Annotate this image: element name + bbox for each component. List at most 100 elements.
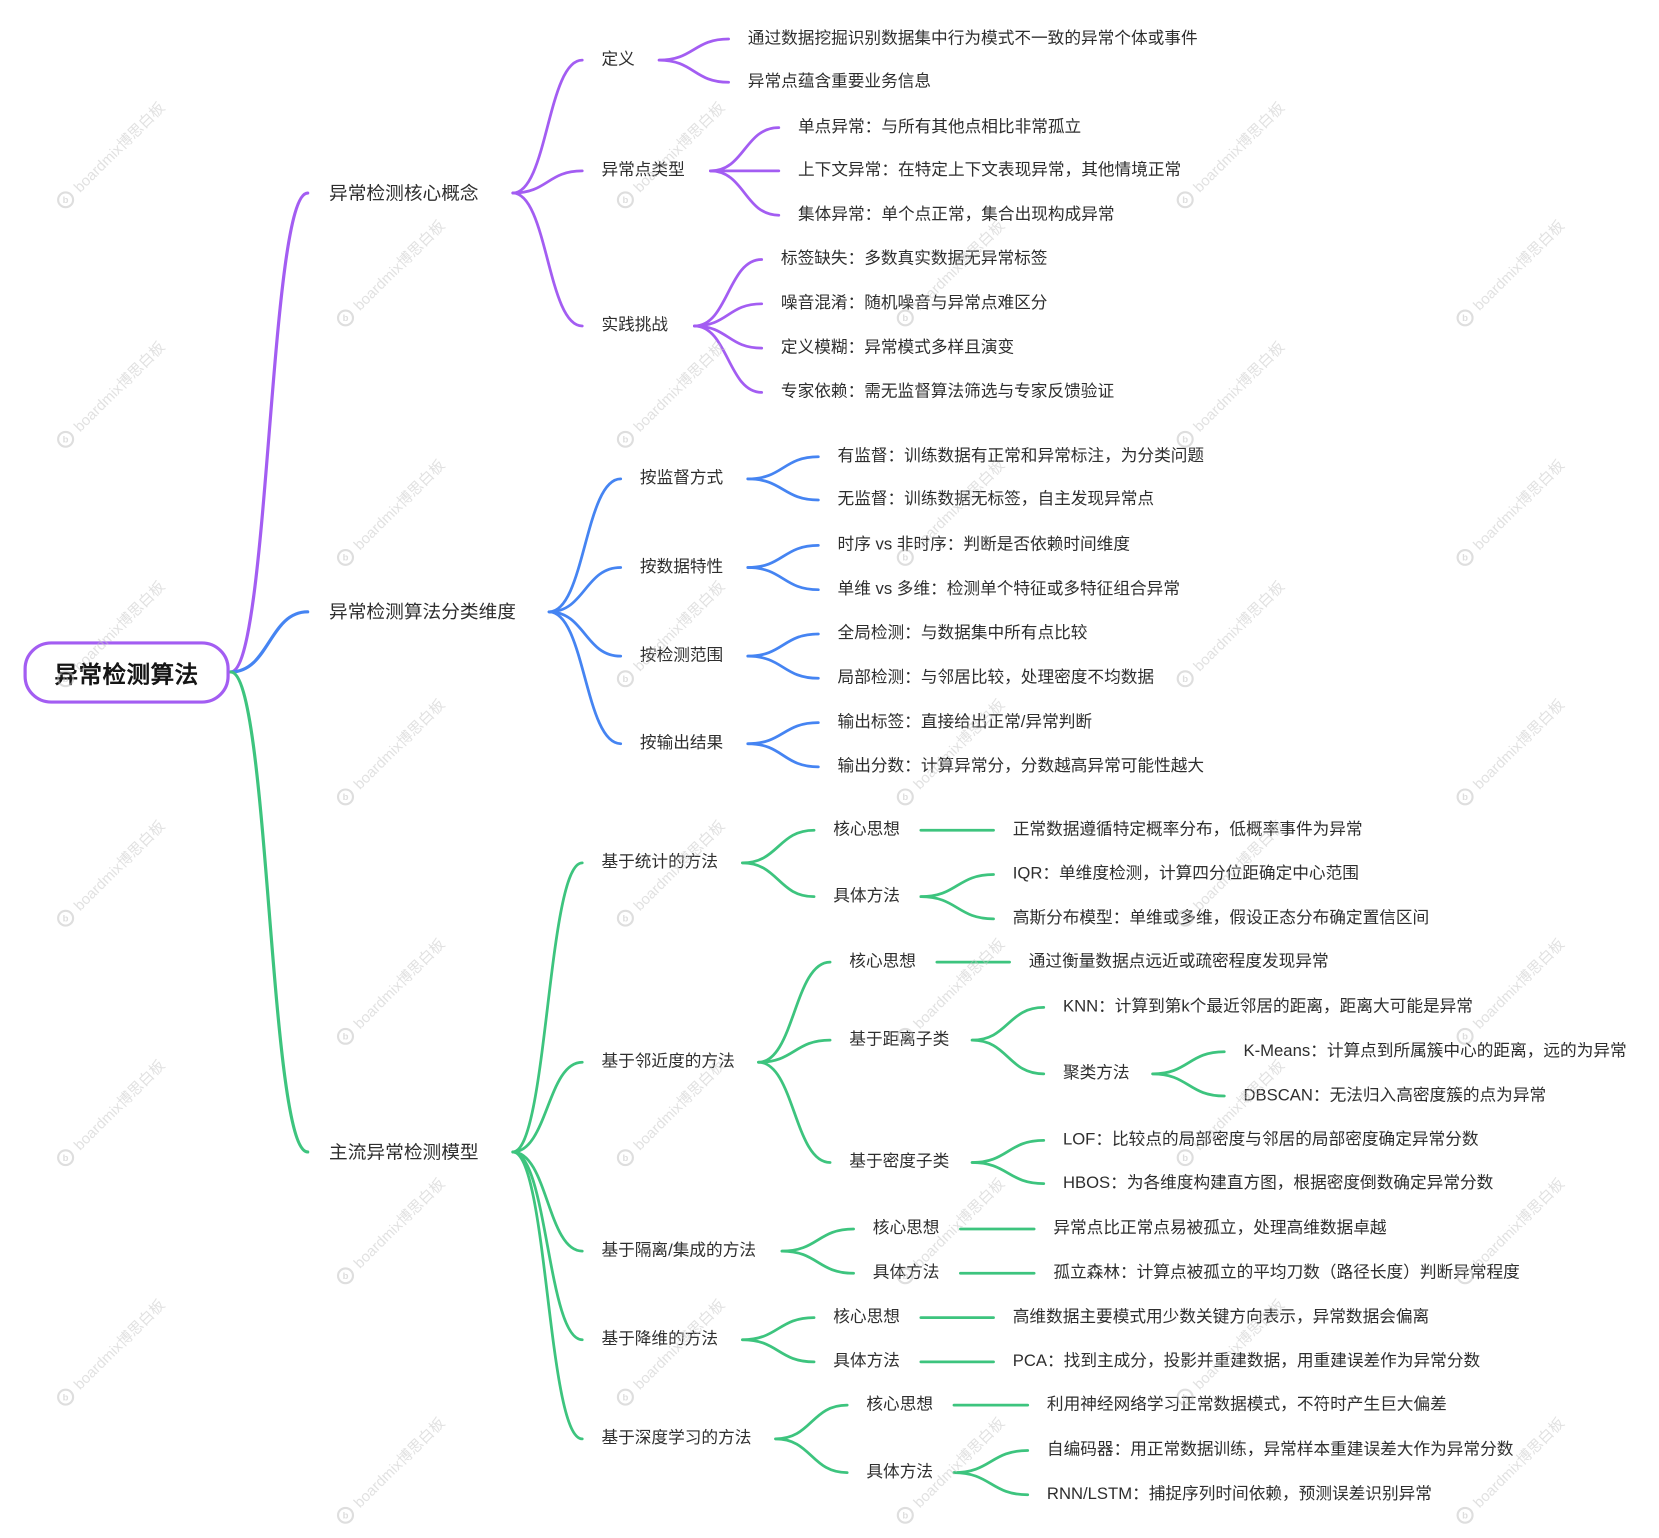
subtopic-node: 按监督方式 — [639, 469, 724, 488]
connector-line — [970, 1138, 1046, 1164]
detail-node: 单维 vs 多维：检测单个特征或多特征组合异常 — [837, 580, 1180, 599]
subtopic-node: 聚类方法 — [1062, 1064, 1130, 1083]
subtopic-node: 基于深度学习的方法 — [601, 1429, 752, 1448]
detail-node: RNN/LSTM：捕捉序列时间依赖，预测误差识别异常 — [1046, 1485, 1432, 1504]
subtopic-node: 核心思想 — [849, 952, 916, 971]
connector-line — [229, 610, 310, 674]
connector-line — [746, 455, 820, 481]
detail-node: 定义模糊：异常模式多样且演变 — [780, 338, 1015, 357]
connector-line — [757, 960, 832, 1064]
connector-line — [746, 477, 820, 502]
subtopic-node: 按数据特性 — [639, 558, 724, 576]
detail-node: 有监督：训练数据有正常和异常标注，为分类问题 — [837, 447, 1205, 466]
connector-line — [757, 1060, 832, 1164]
detail-node: LOF：比较点的局部密度与邻居的局部密度确定异常分数 — [1062, 1130, 1479, 1149]
detail-node: 异常点比正常点易被孤立，处理高维数据卓越 — [1053, 1219, 1387, 1238]
root-node-label: 异常检测算法 — [54, 660, 199, 688]
connector-line — [746, 654, 820, 680]
subtopic-node: 核心思想 — [833, 820, 900, 839]
connector-line — [774, 1403, 849, 1441]
connector-line — [511, 1150, 584, 1253]
detail-node: 高斯分布模型：单维或多维，假设正态分布确定置信区间 — [1012, 909, 1430, 928]
connector-line — [229, 670, 310, 1154]
subtopic-node: 具体方法 — [833, 887, 900, 906]
detail-node: HBOS：为各维度构建直方图，根据密度倒数确定异常分数 — [1062, 1174, 1494, 1193]
connector-line — [774, 1437, 849, 1475]
connector-line — [1151, 1050, 1226, 1076]
detail-node: IQR：单维度检测，计算四分位距确定中心范围 — [1012, 865, 1359, 883]
detail-node: 通过衡量数据点远近或疏密程度发现异常 — [1028, 952, 1329, 971]
detail-node: 噪音混淆：随机噪音与异常点难区分 — [780, 294, 1048, 313]
connector-line — [746, 721, 820, 746]
connector-line — [547, 610, 623, 658]
subtopic-node: 异常点类型 — [601, 161, 685, 180]
connector-line — [709, 169, 781, 217]
connector-line — [693, 258, 764, 328]
subtopic-node: 按检测范围 — [639, 646, 724, 665]
connector-line — [970, 1038, 1046, 1076]
subtopic-node: 按输出结果 — [639, 734, 724, 753]
connector-line — [741, 861, 816, 899]
detail-node: 无监督：训练数据无标签，自主发现异常点 — [837, 490, 1155, 509]
connector-line — [970, 1006, 1046, 1042]
connector-line — [780, 1227, 855, 1253]
subtopic-node: 具体方法 — [866, 1463, 934, 1482]
connector-line — [780, 1249, 855, 1275]
detail-node: DBSCAN：无法归入高密度簇的点为异常 — [1243, 1086, 1547, 1105]
subtopic-node: 实践挑战 — [601, 316, 669, 335]
connector-line — [547, 566, 623, 614]
connector-line — [511, 1150, 584, 1342]
subtopic-node: 基于降维的方法 — [601, 1330, 719, 1349]
connector-line — [693, 324, 764, 394]
main-branch-node: 主流异常检测模型 — [329, 1141, 479, 1163]
detail-node: 输出标签：直接给出正常/异常判断 — [837, 713, 1093, 732]
connector-line — [657, 58, 730, 84]
detail-node: 孤立森林：计算点被孤立的平均刀数（路径长度）判断异常程度 — [1053, 1263, 1520, 1282]
connector-line — [229, 191, 310, 674]
main-branch-node: 异常检测算法分类维度 — [329, 601, 516, 623]
connector-line — [919, 895, 995, 921]
detail-node: 时序 vs 非时序：判断是否依赖时间维度 — [837, 535, 1131, 554]
detail-node: 标签缺失：多数真实数据无异常标签 — [780, 250, 1048, 268]
connector-line — [970, 1161, 1046, 1185]
detail-node: 异常点蕴含重要业务信息 — [747, 72, 932, 91]
connector-line — [709, 126, 781, 173]
subtopic-node: 具体方法 — [833, 1352, 900, 1371]
connector-line — [741, 1338, 816, 1364]
detail-node: 集体异常：单个点正常，集合出现构成异常 — [798, 205, 1115, 224]
connector-line — [919, 873, 995, 899]
detail-node: 自编码器：用正常数据训练，异常样本重建误差大作为异常分数 — [1046, 1440, 1514, 1459]
detail-node: 单点异常：与所有其他点相比非常孤立 — [798, 118, 1082, 137]
connector-line — [657, 37, 730, 62]
connector-line — [511, 861, 584, 1154]
connector-line — [547, 477, 623, 614]
connector-line — [746, 566, 820, 592]
root-node: 异常检测算法 — [23, 641, 230, 704]
detail-node: 专家依赖：需无监督算法筛选与专家反馈验证 — [780, 382, 1115, 401]
connector-line — [952, 1471, 1030, 1497]
detail-node: PCA：找到主成分，投影并重建数据，用重建误差作为异常分数 — [1012, 1352, 1481, 1371]
connector-line — [511, 191, 584, 328]
connector-line — [511, 1060, 584, 1154]
detail-node: 输出分数：计算异常分，分数越高异常可能性越大 — [837, 757, 1205, 776]
detail-node: 正常数据遵循特定概率分布，低概率事件为异常 — [1012, 820, 1363, 839]
detail-node: 局部检测：与邻居比较，处理密度不均数据 — [837, 668, 1155, 687]
detail-node: K-Means：计算点到所属簇中心的距离，远的为异常 — [1243, 1042, 1627, 1061]
detail-node: 全局检测：与数据集中所有点比较 — [837, 624, 1088, 643]
subtopic-node: 具体方法 — [872, 1263, 940, 1282]
connector-line — [511, 58, 584, 195]
main-branch-node: 异常检测核心概念 — [329, 182, 479, 204]
connector-line — [511, 169, 584, 195]
connector-line — [757, 1038, 832, 1064]
connector-line — [741, 1316, 816, 1342]
subtopic-node: 核心思想 — [866, 1395, 934, 1414]
connector-line — [511, 1150, 584, 1441]
subtopic-node: 基于邻近度的方法 — [601, 1052, 735, 1071]
subtopic-node: 基于隔离/集成的方法 — [601, 1241, 757, 1260]
connector-line — [952, 1449, 1030, 1475]
subtopic-node: 核心思想 — [872, 1219, 940, 1238]
detail-node: 利用神经网络学习正常数据模式，不符时产生巨大偏差 — [1046, 1395, 1447, 1414]
subtopic-node: 定义 — [601, 50, 635, 69]
